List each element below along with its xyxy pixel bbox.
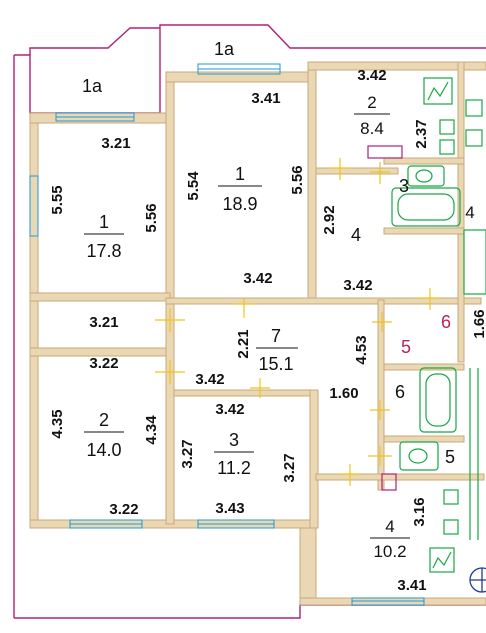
window-left-wall bbox=[29, 175, 39, 237]
center-bot-room-area: 11.2 bbox=[217, 458, 251, 478]
left-top-width-top: 3.21 bbox=[101, 135, 130, 152]
bathtub-top-icon bbox=[391, 187, 461, 227]
utility-markers bbox=[367, 145, 403, 491]
left-bot-room-area: 14.0 bbox=[86, 440, 121, 460]
door-marks bbox=[155, 158, 440, 486]
hall-4-room-number: 4 bbox=[351, 225, 361, 245]
kitchen-br-room-area: 10.2 bbox=[373, 542, 406, 561]
right-height-right: 1.66 bbox=[471, 309, 486, 338]
bathtub-bottom-icon bbox=[419, 367, 457, 433]
toilet-bottom-icon bbox=[399, 441, 439, 471]
stove-top-icon bbox=[423, 77, 453, 105]
windows bbox=[29, 63, 425, 606]
corridor-7-height-left: 2.21 bbox=[235, 329, 252, 358]
riser-circle-icon bbox=[469, 567, 486, 593]
hall-4-width-bottom: 3.42 bbox=[343, 277, 372, 294]
fixtures bbox=[391, 77, 486, 573]
center-top-width-top: 3.41 bbox=[251, 90, 280, 107]
wc-5-room-number: 5 bbox=[445, 447, 455, 467]
kitchen-br-height-right: 3.16 bbox=[411, 497, 428, 526]
bath-3-room-number: 3 bbox=[399, 176, 409, 196]
toilet-top-icon bbox=[407, 165, 445, 187]
hall-4-height-left: 2.92 bbox=[321, 205, 338, 234]
kitchen-tr-room-number: 2 bbox=[367, 93, 376, 112]
center-bot-width-top: 3.42 bbox=[215, 401, 244, 418]
center-top-height-left: 5.54 bbox=[185, 171, 202, 201]
center-bot-width-bottom: 3.43 bbox=[215, 500, 244, 517]
kitchen-tr-width-top: 3.42 bbox=[357, 67, 386, 84]
stove-bottom-icon bbox=[429, 547, 455, 573]
corridor-7-height-right: 4.53 bbox=[353, 335, 370, 364]
left-top-height-right: 5.56 bbox=[143, 203, 160, 232]
bathtub-right-icon bbox=[463, 229, 486, 295]
left-bot-width-bottom: 3.22 bbox=[109, 501, 138, 518]
left-bot-height-left: 4.35 bbox=[49, 409, 66, 438]
left-bot-width-top: 3.22 bbox=[89, 355, 118, 372]
right-red-number-6: 6 bbox=[441, 312, 451, 332]
kitchen-tr-height-right: 2.37 bbox=[413, 119, 430, 148]
left-top-width-bottom: 3.21 bbox=[89, 314, 118, 331]
kitchen-br-room-number: 4 bbox=[385, 517, 394, 536]
left-top-room-area: 17.8 bbox=[86, 241, 121, 261]
center-top-height-right: 5.56 bbox=[289, 165, 306, 194]
center-bot-height-right: 3.27 bbox=[281, 453, 298, 482]
corridor-7-room-area: 15.1 bbox=[258, 354, 293, 374]
kitchen-br-width-bottom: 3.41 bbox=[397, 577, 426, 594]
left-bot-room-number: 2 bbox=[99, 410, 109, 430]
small-4-room-number: 4 bbox=[465, 203, 474, 222]
right-red-number-5: 5 bbox=[401, 337, 411, 357]
corridor-7-width-bottom: 3.42 bbox=[195, 371, 224, 388]
center-top-width-bottom: 3.42 bbox=[243, 270, 272, 287]
walls bbox=[29, 61, 486, 606]
center-bot-room-number: 3 bbox=[229, 430, 239, 450]
center-top-room-area: 18.9 bbox=[222, 194, 257, 214]
left-bot-height-right: 4.34 bbox=[143, 415, 160, 445]
corridor-7-room-number: 7 bbox=[271, 326, 281, 346]
corridor-7-width-mid: 1.60 bbox=[329, 385, 358, 402]
kitchen-tr-room-area: 8.4 bbox=[360, 119, 384, 138]
loggia-left-label: 1a bbox=[82, 76, 103, 96]
loggia-center-label: 1a bbox=[214, 39, 235, 59]
left-top-height-left: 5.55 bbox=[49, 185, 66, 214]
center-bot-height-left: 3.27 bbox=[179, 439, 196, 468]
center-top-room-number: 1 bbox=[235, 164, 245, 184]
left-top-room-number: 1 bbox=[99, 212, 109, 232]
bath-6-room-number: 6 bbox=[395, 382, 405, 402]
